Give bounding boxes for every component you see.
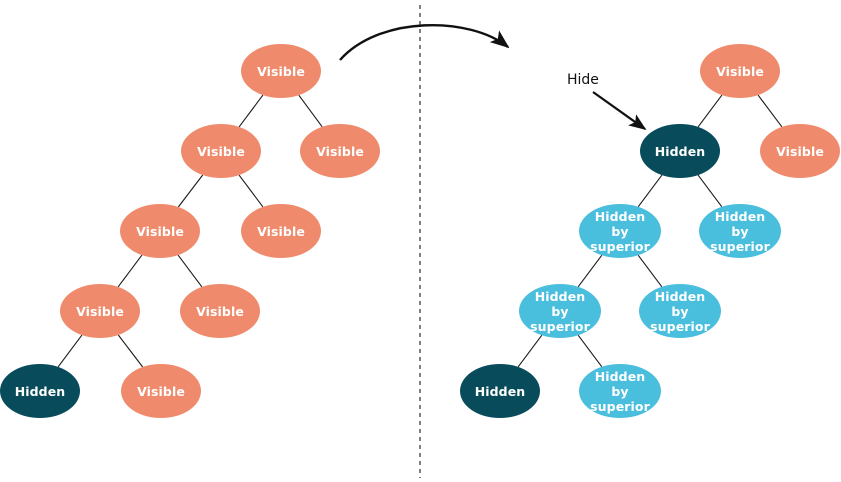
tree-node-visible[interactable]: Visible: [180, 284, 260, 338]
tree-edge: [117, 254, 143, 288]
tree-node-visible[interactable]: Visible: [760, 124, 840, 178]
tree-edge: [517, 334, 543, 368]
tree-node-label: Visible: [716, 63, 764, 79]
tree-node-label: Hidden by superior: [590, 208, 650, 254]
tree-node-label: Visible: [776, 143, 824, 159]
tree-node-hidden[interactable]: Hidden: [0, 364, 80, 418]
tree-node-visible[interactable]: Visible: [120, 204, 200, 258]
tree-node-visible[interactable]: Visible: [60, 284, 140, 338]
tree-node-label: Visible: [136, 223, 184, 239]
tree-node-hidden-by-superior[interactable]: Hidden by superior: [579, 364, 661, 418]
tree-node-visible[interactable]: Visible: [181, 124, 261, 178]
tree-node-label: Hidden: [14, 383, 66, 399]
tree-node-label: Hidden by superior: [650, 288, 710, 334]
tree-edge: [697, 174, 723, 208]
tree-node-hidden[interactable]: Hidden: [640, 124, 720, 178]
tree-edge: [238, 94, 264, 128]
tree-node-label: Hidden: [654, 143, 706, 159]
tree-node-hidden-by-superior[interactable]: Hidden by superior: [639, 284, 721, 338]
tree-node-hidden[interactable]: Hidden: [460, 364, 540, 418]
tree-node-visible[interactable]: Visible: [241, 204, 321, 258]
tree-node-hidden-by-superior[interactable]: Hidden by superior: [699, 204, 781, 258]
tree-edge: [298, 94, 323, 128]
tree-edge: [177, 174, 204, 208]
tree-edge: [697, 94, 723, 128]
tree-node-label: Hidden by superior: [590, 368, 650, 414]
tree-node-label: Visible: [137, 383, 185, 399]
tree-edge: [57, 334, 83, 368]
tree-node-visible[interactable]: Visible: [241, 44, 321, 98]
hide-annotation-label: Hide: [567, 72, 599, 88]
tree-node-label: Visible: [76, 303, 124, 319]
tree-edge: [177, 254, 203, 288]
tree-node-label: Visible: [257, 63, 305, 79]
tree-edge: [637, 174, 663, 208]
tree-node-label: Visible: [257, 223, 305, 239]
tree-node-visible[interactable]: Visible: [121, 364, 201, 418]
tree-node-visible[interactable]: Visible: [300, 124, 380, 178]
tree-edge: [757, 94, 783, 128]
tree-node-label: Visible: [197, 143, 245, 159]
tree-edge: [577, 254, 603, 288]
tree-edge: [117, 334, 144, 368]
tree-edge: [577, 334, 603, 368]
tree-node-label: Hidden by superior: [530, 288, 590, 334]
tree-node-hidden-by-superior[interactable]: Hidden by superior: [519, 284, 601, 338]
tree-node-label: Hidden by superior: [710, 208, 770, 254]
tree-edge: [238, 174, 264, 208]
tree-node-label: Visible: [196, 303, 244, 319]
tree-node-visible[interactable]: Visible: [700, 44, 780, 98]
tree-edge: [637, 254, 663, 288]
curved-transition-arrow: [339, 23, 510, 61]
hide-annotation-arrow: [592, 91, 647, 131]
tree-node-hidden-by-superior[interactable]: Hidden by superior: [579, 204, 661, 258]
tree-node-label: Visible: [316, 143, 364, 159]
tree-node-label: Hidden: [474, 383, 526, 399]
